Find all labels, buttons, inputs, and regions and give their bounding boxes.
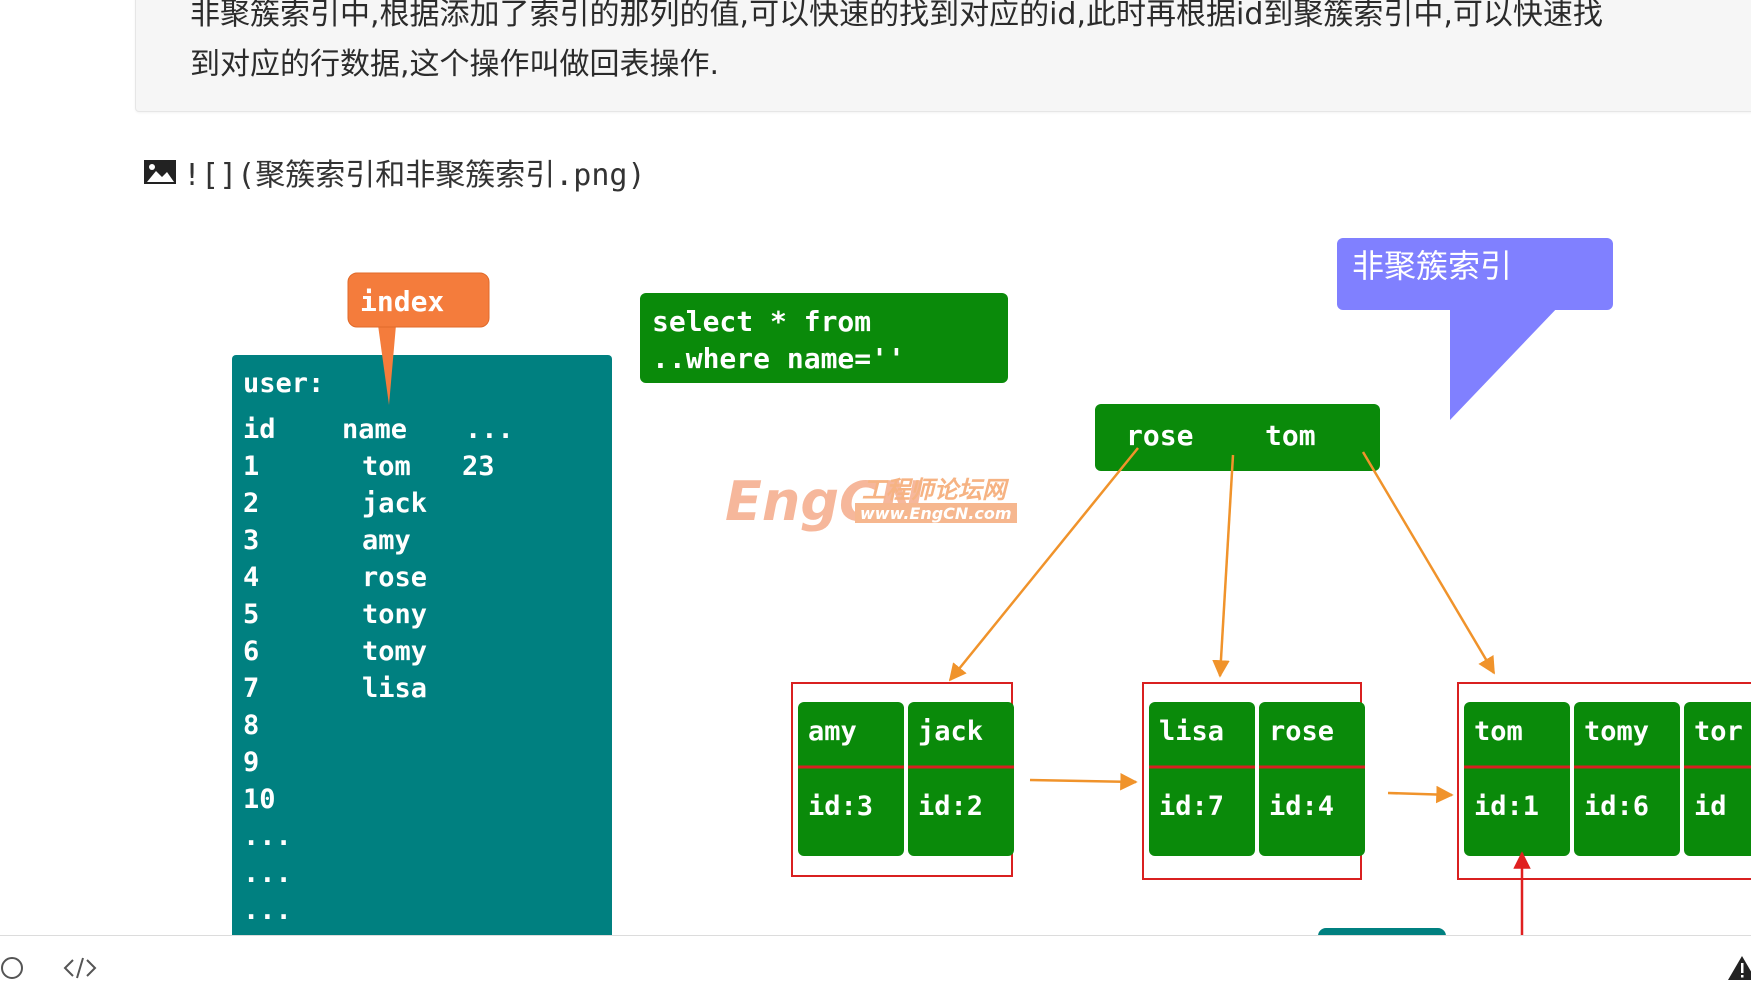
user-table-cell: tony [362,599,427,630]
arrow-leaf2-to-leaf3 [1387,785,1454,804]
arrow-leaf1-to-leaf2 [1029,772,1138,791]
leaf-cell-id: id [1694,791,1727,822]
leaf-cell-id: id:4 [1269,791,1334,822]
image-markdown-text: ![](聚簇索引和非聚簇索引.png) [183,158,646,193]
leaf-cell [798,702,904,856]
query-line-2: ..where name='' [652,342,905,375]
user-table-cell: jack [362,488,427,519]
user-table-cell: 10 [243,784,276,815]
blockquote: 非聚簇索引中,根据添加了索引的那列的值,可以快速的找到对应的id,此时再根据id… [135,0,1751,112]
user-table-cell: 6 [243,636,259,667]
bottom-toolbar [0,935,1751,1001]
leaf-cell [908,702,1014,856]
user-table-cell: 2 [243,488,259,519]
leaf-cell [1574,702,1680,856]
leaf-cell-id: id:1 [1474,791,1539,822]
index-diagram: user: id name ... 1 tom 23 2 jack 3 amy 4 rose 5 t… [232,238,1751,935]
user-table-title: user: [243,368,324,399]
query-line-1: select * from [652,305,871,338]
leaf-cell-name: rose [1269,716,1334,747]
user-table-cell: amy [362,525,411,556]
user-table-cell: 23 [462,451,495,482]
nonclustered-callout [1337,238,1613,310]
watermark-url: www.EngCN.com [860,504,1012,523]
circle-icon[interactable] [0,948,32,988]
paragraph-line-1: 非聚簇索引中,根据添加了索引的那列的值,可以快速的找到对应的id,此时再根据id… [190,0,1603,32]
user-table-cell: 4 [243,562,259,593]
watermark-url-bg [855,503,1017,523]
leaf-cell [1149,702,1255,856]
user-table-cell: 1 [243,451,259,482]
user-table-rows: 1 tom 23 2 jack 3 amy 4 rose 5 tony 6 tomy 7 lisa 8 9 10.… [243,451,495,926]
leaf-cell-name: amy [808,716,857,747]
user-table-header-more: ... [465,414,514,445]
leaf-cell-name: jack [918,716,983,747]
arrow-root-to-leaf2 [1212,454,1235,678]
leaf-cell [1464,702,1570,856]
arrow-root-to-leaf3 [1361,451,1496,675]
user-table: user: id name ... 1 tom 23 2 jack 3 amy 4 rose 5 t… [243,368,514,926]
nonclustered-callout-label: 非聚簇索引 [1352,247,1512,285]
code-icon[interactable] [60,948,100,988]
user-table-cell: tom [362,451,411,482]
root-key-2: tom [1265,419,1316,452]
leaf-cell [1259,702,1365,856]
user-table-cell: 8 [243,710,259,741]
image-icon [144,160,176,184]
warning-icon[interactable] [1722,948,1751,988]
leaf-cell-id: id:7 [1159,791,1224,822]
leaf-cell [1684,702,1751,856]
watermark-cn: 工程师论坛网 [862,476,1010,504]
leaf-cell-id: id:2 [918,791,983,822]
user-table-cell: 7 [243,673,259,704]
user-table-cell: 5 [243,599,259,630]
leaf-cell-id: id:6 [1584,791,1649,822]
partial-teal-box [1318,928,1446,935]
root-node [1095,404,1380,471]
leaf-cell-name: tor [1694,716,1743,747]
watermark: EngCN 工程师论坛网 www.EngCN.com [725,470,1017,533]
user-table-cell: lisa [362,673,427,704]
index-callout [347,272,490,328]
leaf-cells: amy id:3 jack id:2 lisa id:7 rose id:4 tom id:1 to… [798,702,1751,856]
user-table-cell: 9 [243,747,259,778]
paragraph-line-2: 到对应的行数据,这个操作叫做回表操作. [190,47,720,82]
leaf-cell-name: tom [1474,716,1523,747]
index-callout-label: index [360,285,444,318]
index-callout-pointer [378,325,396,405]
user-table-header-name: name [342,414,407,445]
user-table-cell: rose [362,562,427,593]
root-key-1: rose [1126,419,1193,452]
leaf-cell-id: id:3 [808,791,873,822]
image-markdown-ref[interactable]: ![](聚簇索引和非聚簇索引.png) [143,150,646,194]
query-box [640,293,1008,383]
arrow-root-to-leaf1 [948,447,1139,682]
leaf-group-3-border [1457,682,1751,880]
user-table-cell: tomy [362,636,427,667]
user-table-panel [232,355,612,935]
user-table-cell: ... [243,895,292,926]
nonclustered-callout-pointer [1450,305,1560,420]
user-table-cell: ... [243,821,292,852]
leaf-cell-name: tomy [1584,716,1649,747]
user-table-cell: ... [243,858,292,889]
user-table-cell: 3 [243,525,259,556]
leaf-cell-name: lisa [1159,716,1224,747]
user-table-header-id: id [243,414,276,445]
